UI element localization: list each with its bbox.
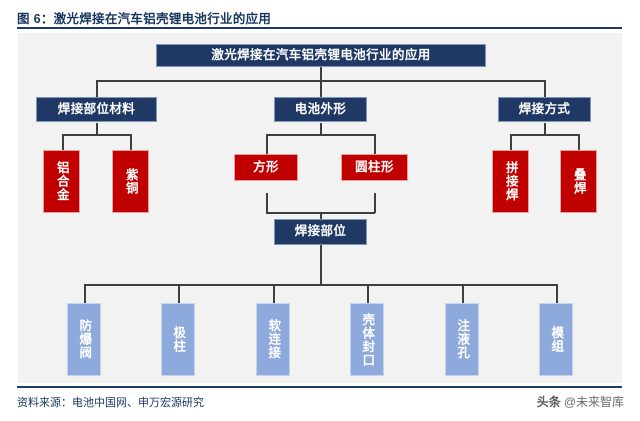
connector-shapes-bus: [266, 134, 374, 136]
connector-parts-drop-1: [84, 284, 86, 304]
node-weld-part-flexible-connection-label: 软连接: [266, 319, 281, 360]
watermark: 头条 @未来智库: [537, 393, 624, 410]
node-material-aluminum-alloy[interactable]: 铝合金: [43, 150, 80, 213]
node-battery-shape-label: 电池外形: [294, 101, 347, 116]
node-method-lap-weld[interactable]: 叠焊: [560, 150, 597, 213]
connector-shapes-to-hub-1: [266, 193, 268, 213]
node-weld-part-module-label: 模组: [549, 326, 564, 353]
watermark-handle: @未来智库: [563, 395, 624, 409]
connector-parts-drop-6: [556, 284, 558, 304]
connector-methods-bus: [510, 134, 579, 136]
connector-parts-drop-3: [273, 284, 275, 304]
connector-parts-bus: [84, 284, 557, 286]
node-root[interactable]: 激光焊接在汽车铝壳锂电池行业的应用: [156, 44, 486, 67]
connector-shapes-to-hub-2: [374, 193, 376, 213]
connector-parts-drop-2: [178, 284, 180, 304]
connector-shapes-drop-1: [266, 134, 268, 154]
node-material-aluminum-alloy-label: 铝合金: [54, 161, 69, 202]
node-material-copper[interactable]: 紫铜: [112, 150, 149, 213]
watermark-logo: 头条: [536, 395, 561, 409]
node-material-copper-label: 紫铜: [123, 168, 138, 195]
node-shape-cylindrical[interactable]: 圆柱形: [341, 154, 408, 181]
connector-hub-stem: [320, 212, 322, 220]
connector-materials-drop-2: [130, 134, 132, 151]
connector-shapes-drop-2: [374, 134, 376, 154]
connector-parts-drop-5: [462, 284, 464, 304]
node-weld-part-case-seal[interactable]: 壳体封口: [350, 303, 384, 376]
node-root-label: 激光焊接在汽车铝壳锂电池行业的应用: [211, 47, 431, 62]
connector-methods-stem: [544, 123, 546, 135]
node-shape-prismatic[interactable]: 方形: [234, 154, 298, 181]
node-method-butt-weld-label: 拼接焊: [503, 161, 518, 202]
connector-parts-drop-4: [367, 284, 369, 304]
node-weld-location-hub-label: 焊接部位: [294, 224, 347, 239]
connector-parts-stem: [320, 245, 322, 285]
node-method-lap-weld-label: 叠焊: [571, 168, 586, 195]
connector-materials-drop-1: [62, 134, 64, 151]
node-battery-shape[interactable]: 电池外形: [274, 97, 367, 122]
node-weld-part-terminal[interactable]: 极柱: [161, 303, 195, 376]
node-welding-method-label: 焊接方式: [518, 101, 571, 116]
connector-materials-stem: [96, 123, 98, 135]
connector-materials-bus: [62, 134, 131, 136]
footer-divider: [17, 386, 622, 388]
node-welding-method[interactable]: 焊接方式: [498, 97, 591, 122]
node-weld-part-terminal-label: 极柱: [171, 326, 186, 353]
node-weld-part-vent[interactable]: 防爆阀: [67, 303, 101, 376]
node-weld-part-fill-hole-label: 注液孔: [455, 319, 470, 360]
node-weld-part-module[interactable]: 模组: [539, 303, 573, 376]
node-weld-part-flexible-connection[interactable]: 软连接: [256, 303, 290, 376]
node-shape-cylindrical-label: 圆柱形: [355, 159, 394, 174]
connector-methods-drop-1: [510, 134, 512, 151]
connector-root-stem: [320, 66, 322, 81]
figure-title: 图 6：激光焊接在汽车铝壳锂电池行业的应用: [17, 12, 272, 26]
diagram-panel: 激光焊接在汽车铝壳锂电池行业的应用 焊接部位材料 电池外形 焊接方式 铝合金 紫…: [18, 33, 622, 383]
node-method-butt-weld[interactable]: 拼接焊: [492, 150, 529, 213]
connector-methods-drop-2: [578, 134, 580, 151]
node-weld-part-material[interactable]: 焊接部位材料: [36, 97, 157, 122]
node-weld-part-material-label: 焊接部位材料: [57, 101, 136, 116]
node-shape-prismatic-label: 方形: [253, 159, 279, 174]
connector-level2-drop-3: [544, 80, 546, 98]
title-divider: [17, 27, 622, 29]
node-weld-part-case-seal-label: 壳体封口: [360, 312, 375, 367]
node-weld-part-vent-label: 防爆阀: [77, 319, 92, 360]
connector-level2-drop-1: [96, 80, 98, 98]
connector-shapes-stem: [320, 123, 322, 135]
node-weld-location-hub[interactable]: 焊接部位: [274, 219, 367, 245]
connector-level2-drop-2: [320, 80, 322, 98]
node-weld-part-fill-hole[interactable]: 注液孔: [445, 303, 479, 376]
source-label: 资料来源：电池中国网、申万宏源研究: [17, 397, 204, 409]
